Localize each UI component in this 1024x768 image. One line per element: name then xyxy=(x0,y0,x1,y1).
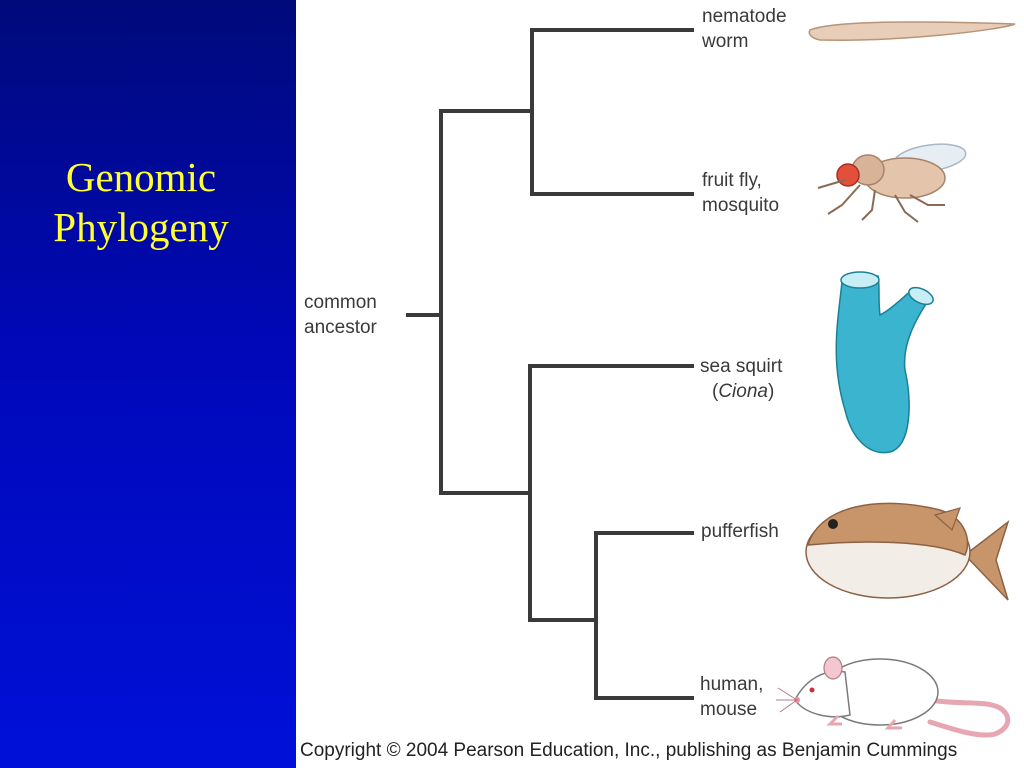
leaf-label-sea-squirt: sea squirt (Ciona) xyxy=(700,354,782,404)
leaf-label-mouse: human, mouse xyxy=(700,672,763,722)
mouse-icon xyxy=(776,656,1011,738)
slide-title-line-1: Genomic xyxy=(65,154,217,200)
leaf-label-line: sea squirt xyxy=(700,356,783,377)
leaf-label-line: human, xyxy=(700,674,764,695)
leaf-label-fly: fruit fly, mosquito xyxy=(702,168,779,218)
title-panel: Genomic Phylogeny xyxy=(0,0,296,768)
root-label: common ancestor xyxy=(304,290,377,340)
sea-squirt-icon xyxy=(835,271,934,454)
root-label-line-1: common xyxy=(304,292,377,313)
slide-title-line-2: Phylogeny xyxy=(53,204,229,250)
leaf-label-worm: nematode worm xyxy=(702,4,787,54)
fly-icon xyxy=(817,143,967,223)
root-label-line-2: ancestor xyxy=(304,317,377,338)
worm-icon xyxy=(808,21,1016,41)
leaf-label-line: worm xyxy=(702,31,749,52)
leaf-label-pufferfish: pufferfish xyxy=(701,519,779,544)
leaf-label-line: fruit fly, xyxy=(702,170,762,191)
copyright-notice: Copyright © 2004 Pearson Education, Inc.… xyxy=(300,740,958,761)
slide-title: Genomic Phylogeny xyxy=(0,152,282,252)
pufferfish-icon xyxy=(805,502,1010,601)
leaf-label-line: pufferfish xyxy=(701,521,779,542)
leaf-label-line: mouse xyxy=(700,699,758,720)
leaf-label-line: mosquito xyxy=(702,195,780,216)
tree-branches xyxy=(406,28,694,700)
leaf-label-line: nematode xyxy=(702,6,787,27)
leaf-label-line: (Ciona) xyxy=(712,381,775,402)
